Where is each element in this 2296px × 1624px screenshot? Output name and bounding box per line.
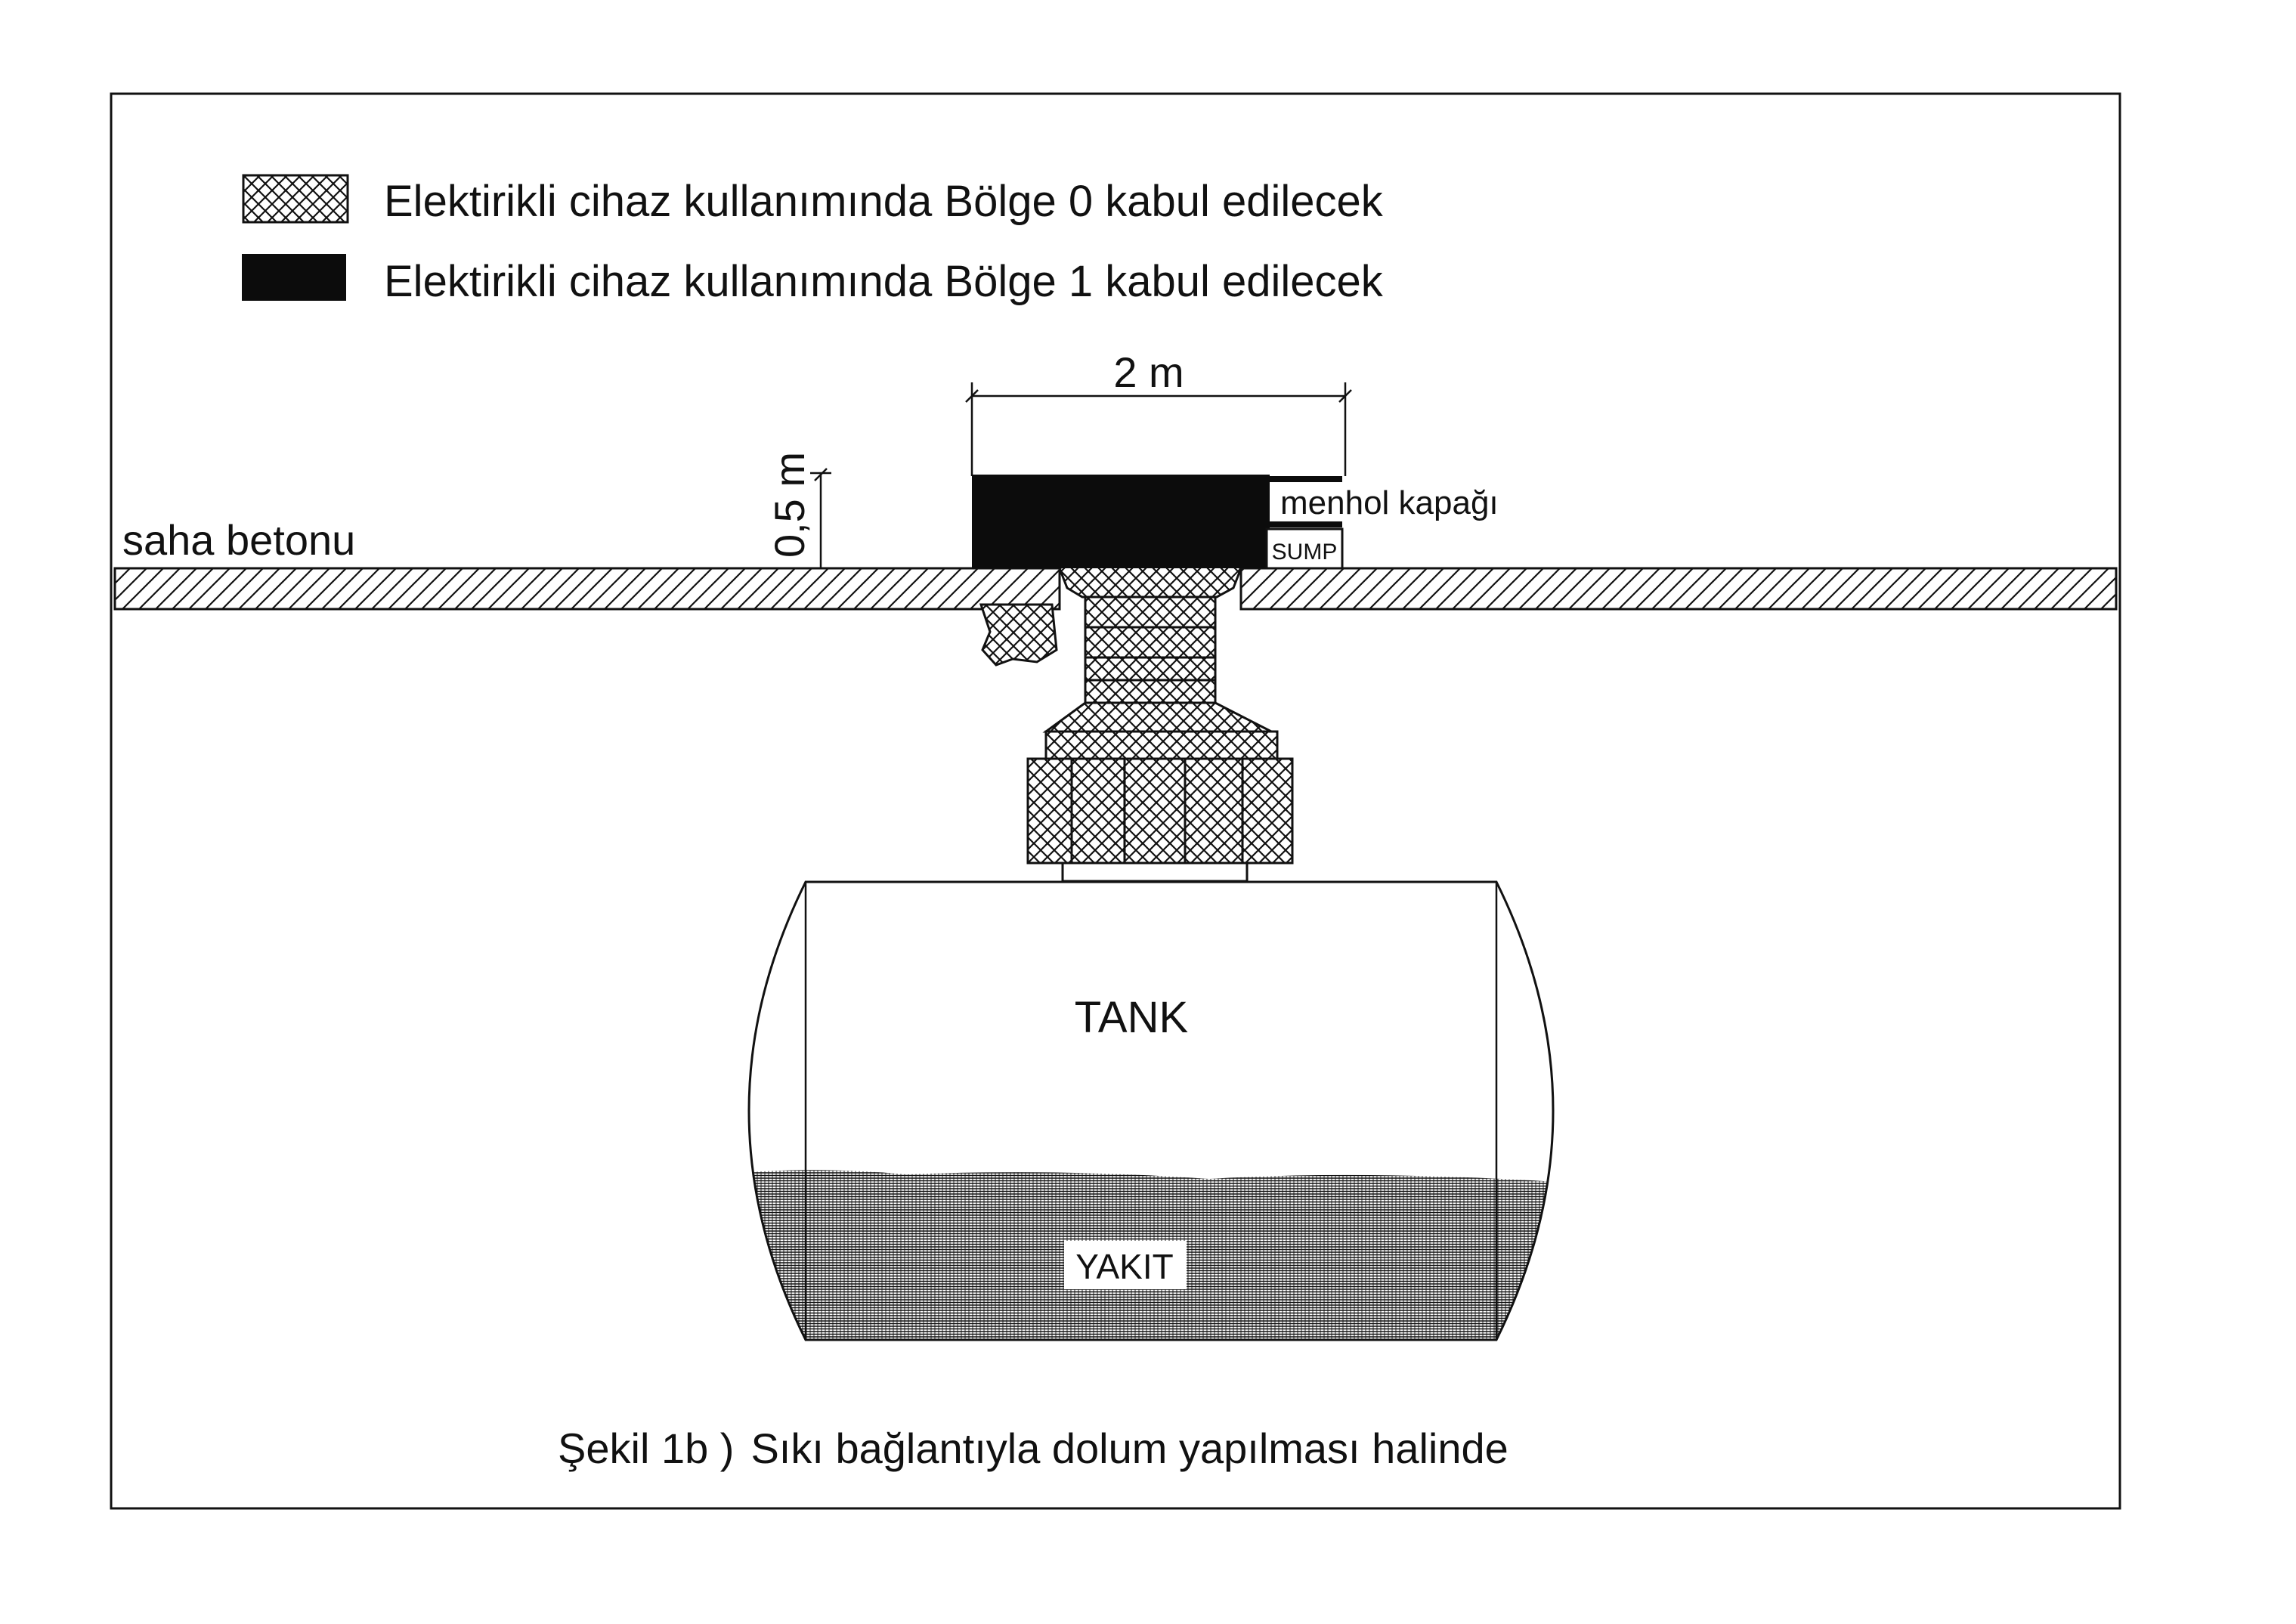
ground-concrete-slab-right xyxy=(1239,567,2118,611)
ground-concrete-slab-left xyxy=(113,567,1061,611)
ground-label: saha betonu xyxy=(122,516,355,564)
width-dimension xyxy=(965,382,1352,476)
height-dimension-label: 0,5 m xyxy=(766,452,813,558)
manhole-cover-line xyxy=(1270,476,1342,482)
figure-number: Şekil 1b ) xyxy=(558,1424,734,1472)
fuel-label-box xyxy=(1064,1241,1187,1289)
height-dimension xyxy=(810,468,831,568)
legend-zone1-swatch xyxy=(242,254,346,301)
legend-zone0-text: Elektirikli cihaz kullanımında Bölge 0 k… xyxy=(384,177,1384,226)
figure-caption: Şekil 1b ) Sıkı bağlantıyla dolum yapılma… xyxy=(558,1424,1508,1472)
manhole-cover-label: menhol kapağı xyxy=(1280,484,1499,521)
fuel-label: YAKIT xyxy=(1075,1247,1174,1286)
manhole-zone1-block xyxy=(972,475,1270,568)
sump-divider xyxy=(1270,521,1342,527)
legend-zone1-text: Elektirikli cihaz kullanımında Bölge 1 k… xyxy=(384,257,1384,306)
sump-box xyxy=(1265,527,1344,570)
sump-label: SUMP xyxy=(1272,540,1338,565)
figure-caption-text: Sıkı bağlantıyla dolum yapılması halinde xyxy=(750,1424,1508,1472)
width-dimension-label: 2 m xyxy=(1113,348,1184,396)
figure-frame xyxy=(110,92,2121,1510)
soil-lump-zone0 xyxy=(979,603,1058,667)
tank-label: TANK xyxy=(1075,993,1189,1042)
legend-zone0-swatch xyxy=(242,174,349,224)
fill-pipe-zone0 xyxy=(1026,558,1294,883)
